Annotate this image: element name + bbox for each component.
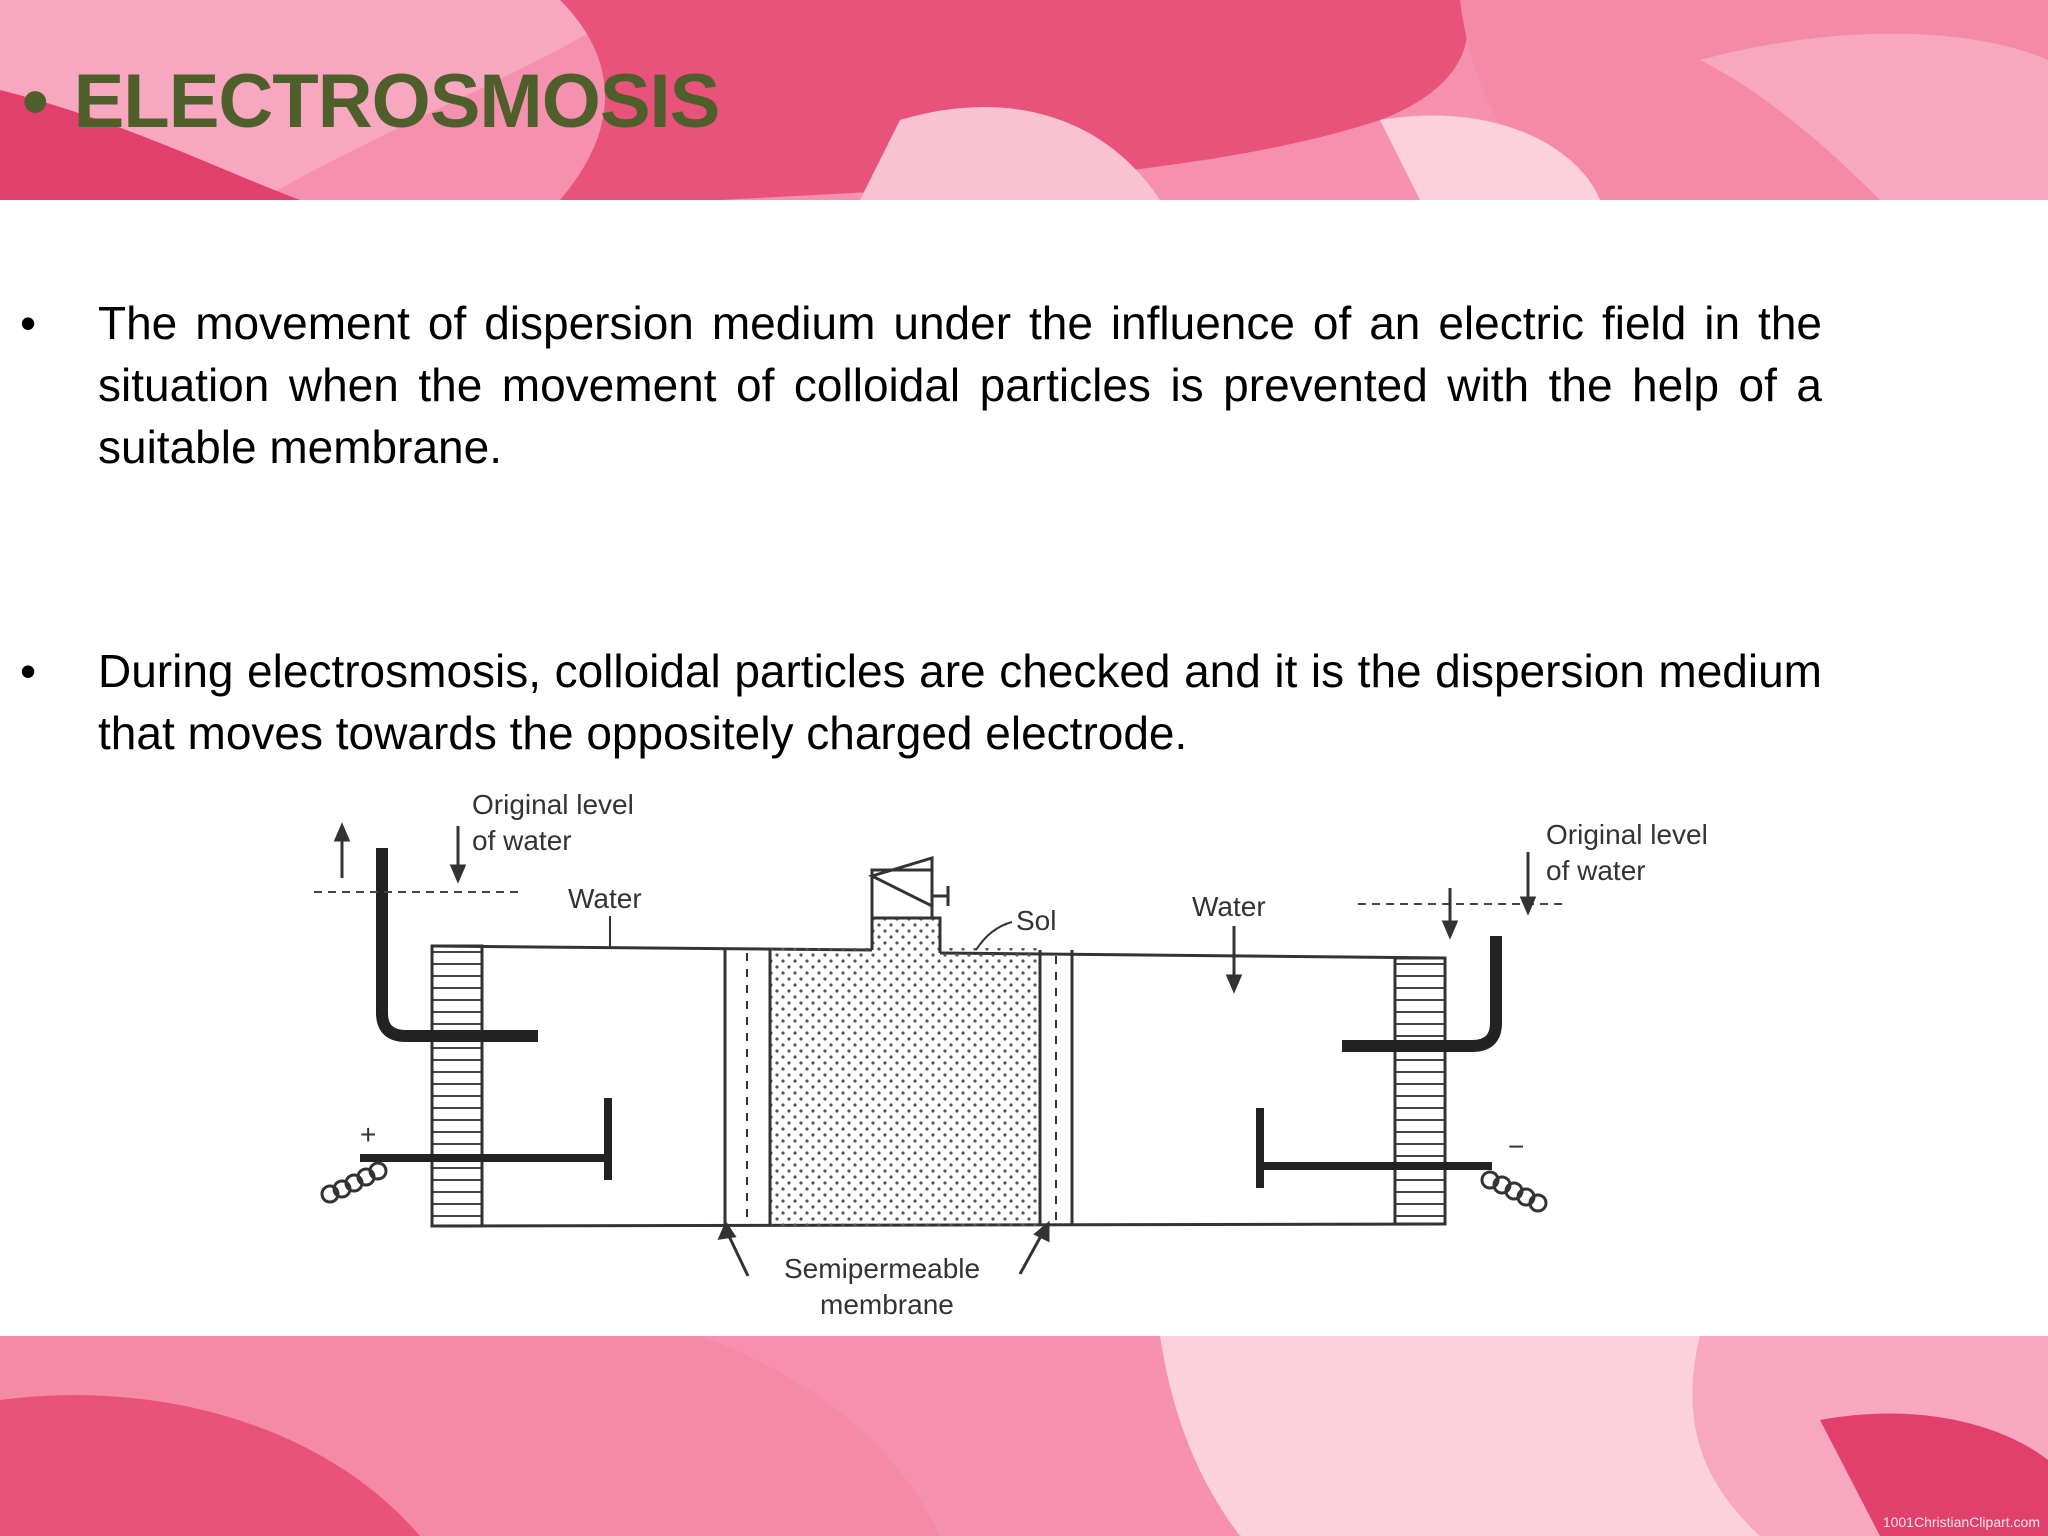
down-arrow-icon xyxy=(1519,852,1537,916)
membrane-left xyxy=(723,948,772,1226)
left-water-label: Water xyxy=(568,883,642,914)
right-original-level-label-2: of water xyxy=(1546,855,1646,886)
down-arrow-icon xyxy=(1225,926,1243,994)
title-text: ELECTROSMOSIS xyxy=(73,59,721,144)
right-capillary-tube xyxy=(1342,936,1502,1052)
down-arrow-icon xyxy=(1441,888,1459,940)
right-water-label: Water xyxy=(1192,891,1266,922)
sol-pointer xyxy=(975,921,1013,951)
electrosmosis-diagram: + − Original level of water Water Sol Wa… xyxy=(314,789,1708,1320)
down-arrow-icon xyxy=(449,826,467,884)
left-original-level-label-2: of water xyxy=(472,825,572,856)
coil-wire-left xyxy=(320,1161,388,1204)
slide-title: • ELECTROSMOSIS xyxy=(22,58,721,145)
bullet-text-2: During electrosmosis, colloidal particle… xyxy=(98,645,1822,759)
membrane-right xyxy=(1038,950,1074,1226)
membrane-label-2: membrane xyxy=(820,1289,954,1320)
coil-wire-right xyxy=(1480,1170,1548,1213)
title-bullet: • xyxy=(22,59,49,144)
sol-region xyxy=(770,948,1040,1226)
bullet-text-1: The movement of dispersion medium under … xyxy=(98,297,1822,473)
right-electrode-chamber xyxy=(1393,956,1447,1226)
sol-label: Sol xyxy=(1016,905,1056,936)
left-capillary-tube xyxy=(376,848,538,1042)
membrane-pointer-right xyxy=(1018,1220,1050,1275)
right-original-level-label-1: Original level xyxy=(1546,819,1708,850)
plus-sign: + xyxy=(360,1119,376,1150)
membrane-label-1: Semipermeable xyxy=(784,1253,980,1284)
stopcock-icon xyxy=(867,855,950,918)
up-arrow-icon xyxy=(333,822,351,878)
left-electrode xyxy=(360,1098,612,1180)
footer-credit: 1001ChristianClipart.com xyxy=(1882,1514,2040,1530)
left-electrode-chamber xyxy=(430,944,484,1228)
right-electrode xyxy=(1256,1108,1492,1188)
bullet-symbol: • xyxy=(20,297,37,349)
sol-neck xyxy=(870,916,942,953)
minus-sign: − xyxy=(1508,1131,1524,1162)
bullet-symbol: • xyxy=(20,645,37,697)
membrane-pointer-left xyxy=(717,1220,750,1277)
left-original-level-label-1: Original level xyxy=(472,789,634,820)
